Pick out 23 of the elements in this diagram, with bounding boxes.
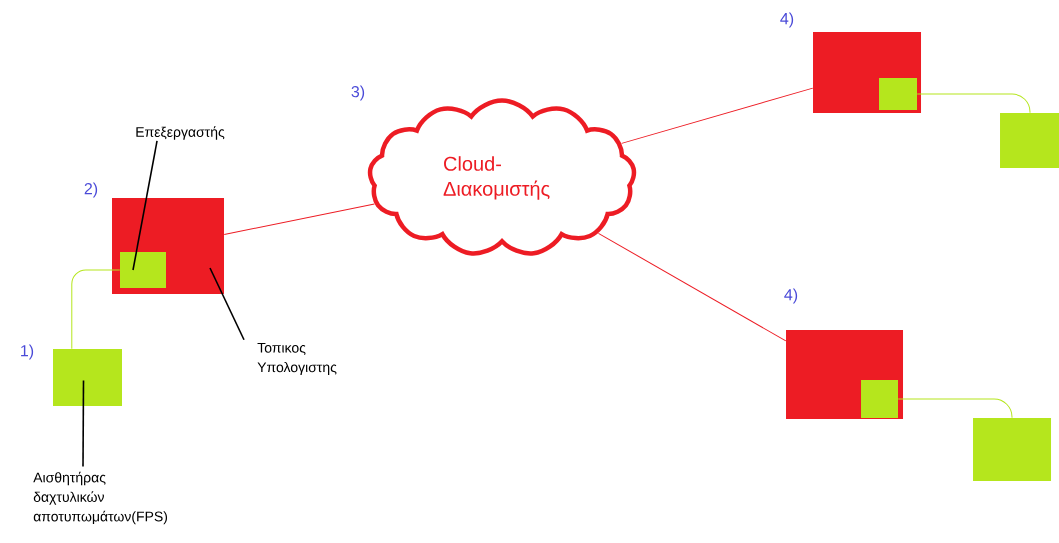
label-text: Τοπικος Υπολογιστης <box>257 343 337 375</box>
connection-line <box>597 232 787 342</box>
step-number: 3) <box>351 85 365 101</box>
connection-line <box>621 87 814 144</box>
cable <box>916 93 1031 114</box>
label-text: Αισθητήρας δαχτυλικών αποτυπωμάτων(FPS) <box>33 471 168 525</box>
sensor-box <box>1000 113 1059 168</box>
step-number: 4) <box>784 288 798 304</box>
label-text: Επεξεργαστής <box>136 126 225 140</box>
leader-line <box>132 140 158 271</box>
connection-line <box>223 203 375 236</box>
sensor-box <box>973 418 1051 481</box>
step-number: 1) <box>21 344 34 360</box>
processor-box <box>861 380 898 418</box>
step-number: 4) <box>780 12 794 28</box>
cable <box>71 269 121 350</box>
processor-box <box>120 252 166 288</box>
leader-line <box>82 379 85 468</box>
leader-line <box>209 267 245 341</box>
sensor-box <box>53 349 122 406</box>
step-number: 2) <box>84 182 98 198</box>
processor-box <box>879 78 917 110</box>
cable <box>897 398 1013 419</box>
